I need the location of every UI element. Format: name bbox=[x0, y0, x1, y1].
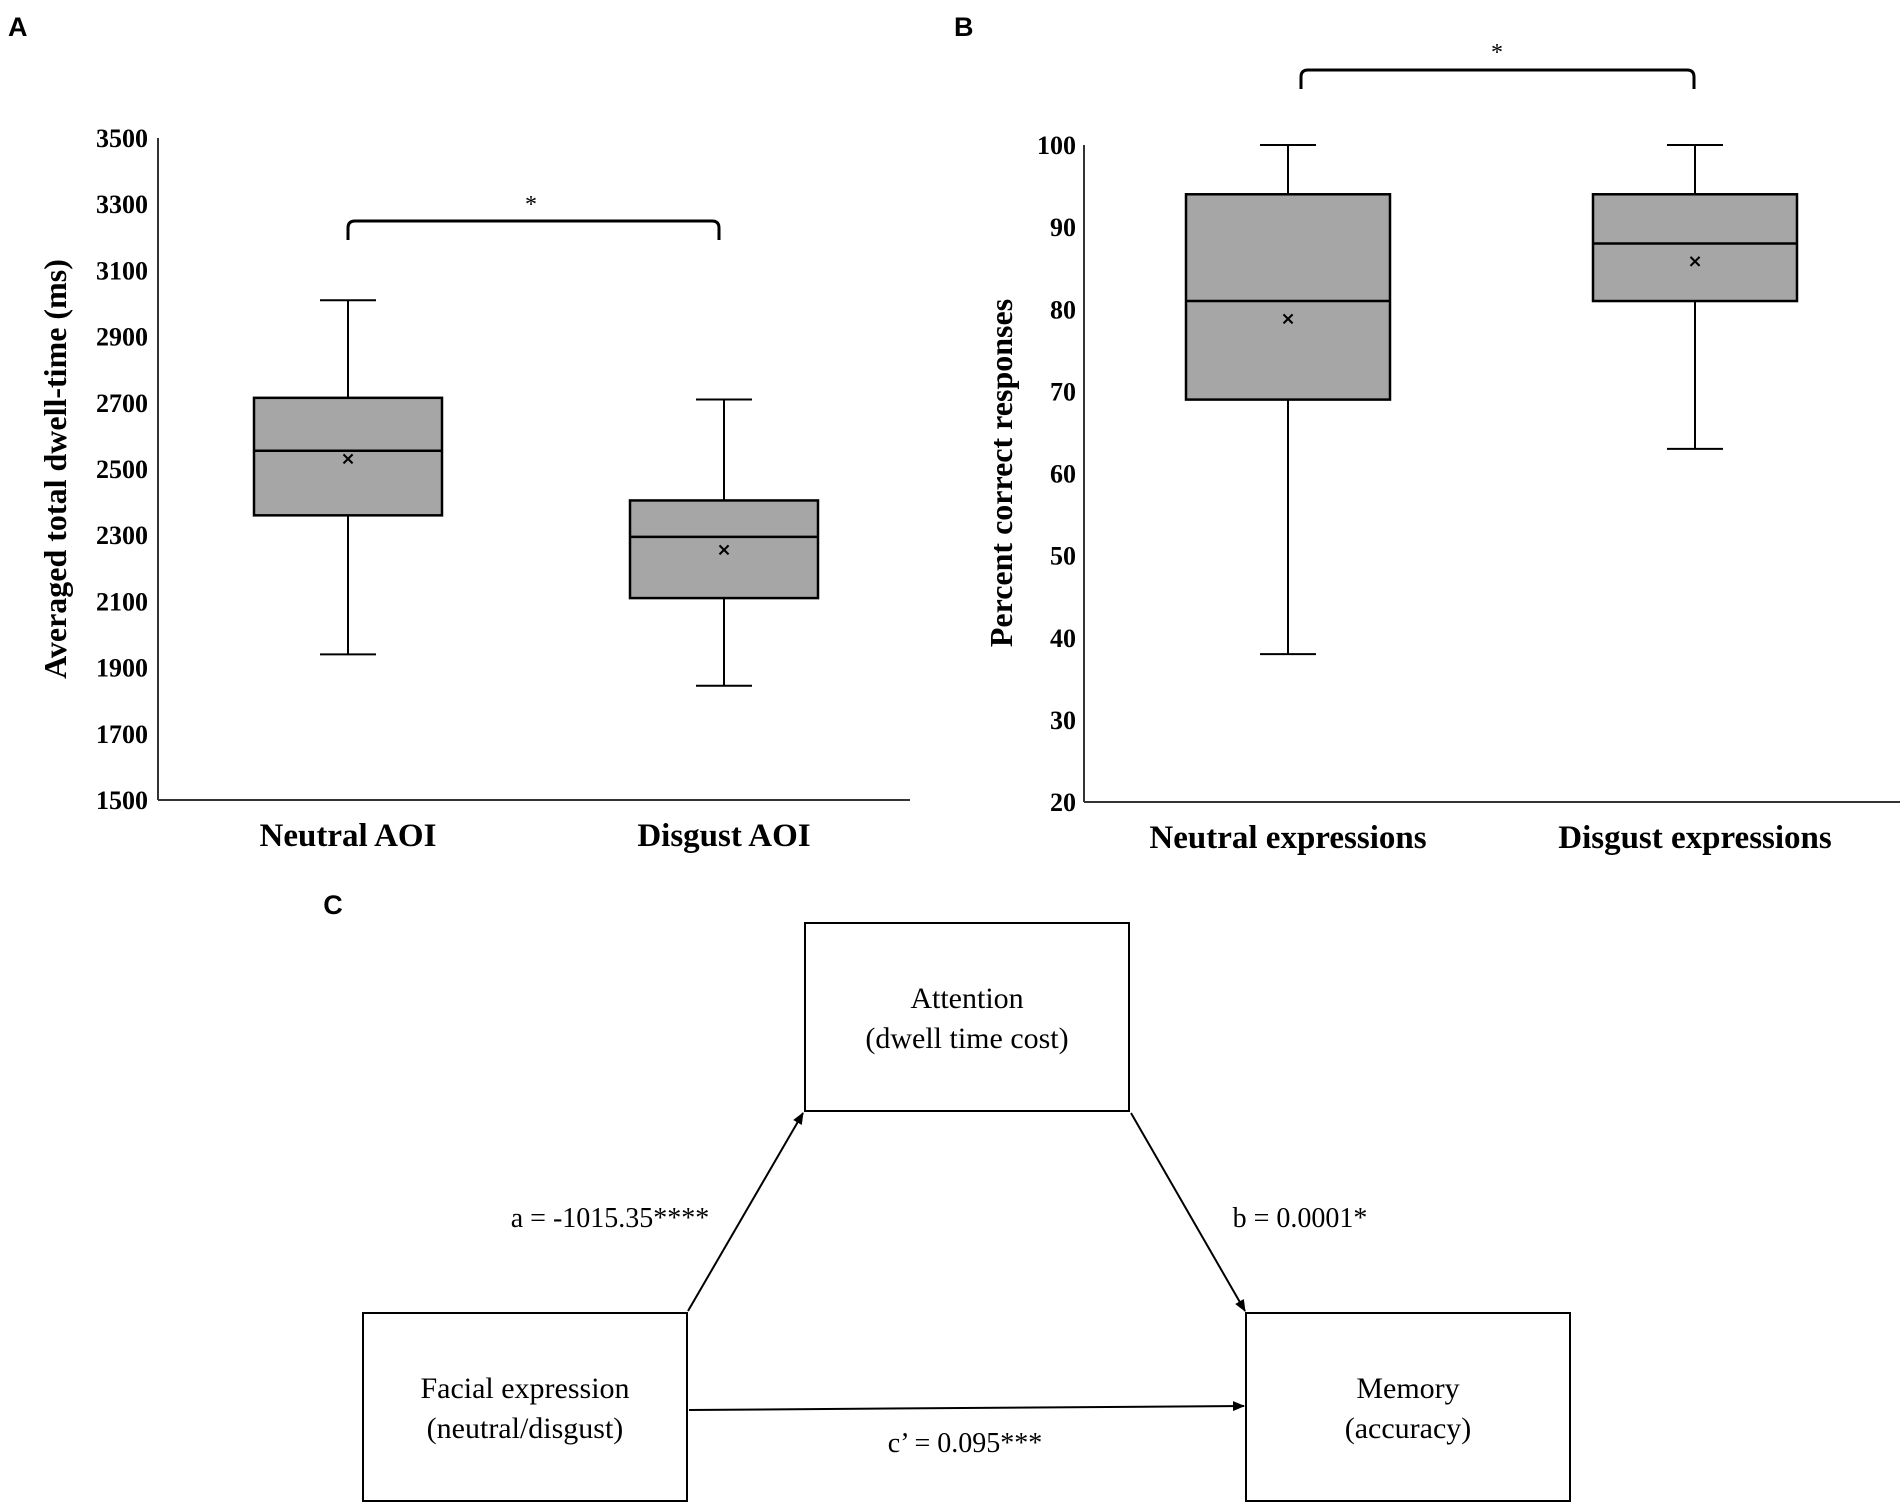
path-c-prime-label: c’ = 0.095*** bbox=[888, 1428, 1042, 1459]
panel-a-y-label: Averaged total dwell-time (ms) bbox=[37, 259, 73, 679]
panel-c-mediation-diagram: C Attention (dwell time cost) Facial exp… bbox=[323, 890, 1571, 1502]
y-tick-label: 30 bbox=[1050, 706, 1076, 735]
path-c-prime-arrow bbox=[688, 1401, 1245, 1412]
panel-c-letter: C bbox=[323, 890, 343, 920]
panel-a-boxplot: A Averaged total dwell-time (ms) 1500 170… bbox=[8, 12, 910, 854]
mediator-node-box bbox=[804, 922, 1130, 1112]
panel-a-category-label: Disgust AOI bbox=[637, 818, 810, 854]
y-tick-label: 60 bbox=[1050, 460, 1076, 489]
panel-b-boxes: ×× bbox=[1184, 144, 1799, 656]
panel-a-boxes: ×× bbox=[252, 299, 820, 687]
path-a-arrow bbox=[687, 1112, 804, 1312]
y-tick-label: 100 bbox=[1037, 131, 1076, 160]
y-tick-label: 3500 bbox=[96, 124, 148, 153]
outcome-node-subtitle: (accuracy) bbox=[1345, 1412, 1472, 1445]
y-tick-label: 40 bbox=[1050, 624, 1076, 653]
iqr-box bbox=[628, 499, 820, 600]
y-tick-label: 2100 bbox=[96, 587, 148, 616]
panel-a-y-ticks: 1500 1700 1900 2100 2300 2500 2700 2900 3100 3300… bbox=[96, 124, 148, 815]
panel-b-significance-star: * bbox=[1491, 40, 1503, 66]
mediator-node-subtitle: (dwell time cost) bbox=[865, 1022, 1068, 1055]
y-tick-label: 2500 bbox=[96, 455, 148, 484]
y-tick-label: 1500 bbox=[96, 786, 148, 815]
panel-a-letter: A bbox=[8, 12, 28, 42]
y-tick-label: 3100 bbox=[96, 256, 148, 285]
outcome-node-title: Memory bbox=[1356, 1372, 1459, 1405]
panel-a-significance-star: * bbox=[525, 192, 537, 218]
predictor-node-title: Facial expression bbox=[420, 1372, 629, 1405]
mean-marker: × bbox=[716, 539, 731, 560]
predictor-node-subtitle: (neutral/disgust) bbox=[427, 1412, 624, 1445]
y-tick-label: 1900 bbox=[96, 654, 148, 683]
outcome-node-box bbox=[1245, 1312, 1571, 1502]
mean-marker: × bbox=[1687, 251, 1702, 272]
panel-b-significance-bracket bbox=[1299, 68, 1696, 89]
panel-b-letter: B bbox=[954, 12, 974, 42]
path-a-label: a = -1015.35**** bbox=[511, 1203, 710, 1234]
panel-a-significance-bracket bbox=[346, 219, 721, 240]
path-b-arrow bbox=[1130, 1112, 1246, 1312]
iqr-box bbox=[1184, 193, 1392, 401]
y-tick-label: 2900 bbox=[96, 323, 148, 352]
panel-a-category-label: Neutral AOI bbox=[260, 818, 437, 854]
y-tick-label: 70 bbox=[1050, 377, 1076, 406]
predictor-node-box bbox=[362, 1312, 688, 1502]
y-tick-label: 20 bbox=[1050, 788, 1076, 817]
panel-b-boxplot: B Percent correct responses 20 30 40 50 60 70… bbox=[954, 12, 1900, 856]
mediator-node-title: Attention bbox=[910, 982, 1023, 1015]
path-b-label: b = 0.0001* bbox=[1233, 1203, 1368, 1234]
y-tick-label: 1700 bbox=[96, 720, 148, 749]
panel-b-y-ticks: 20 30 40 50 60 70 80 90 100 bbox=[1037, 131, 1076, 817]
y-tick-label: 3300 bbox=[96, 190, 148, 219]
mean-marker: × bbox=[1280, 308, 1295, 329]
panel-b-category-label: Neutral expressions bbox=[1149, 820, 1426, 856]
y-tick-label: 2700 bbox=[96, 389, 148, 418]
iqr-box bbox=[1591, 193, 1799, 303]
y-tick-label: 2300 bbox=[96, 521, 148, 550]
panel-b-category-label: Disgust expressions bbox=[1558, 820, 1832, 856]
mean-marker: × bbox=[340, 448, 355, 469]
panel-b-y-label: Percent correct responses bbox=[983, 299, 1019, 647]
iqr-box bbox=[252, 396, 444, 517]
y-tick-label: 50 bbox=[1050, 542, 1076, 571]
y-tick-label: 80 bbox=[1050, 295, 1076, 324]
y-tick-label: 90 bbox=[1050, 213, 1076, 242]
